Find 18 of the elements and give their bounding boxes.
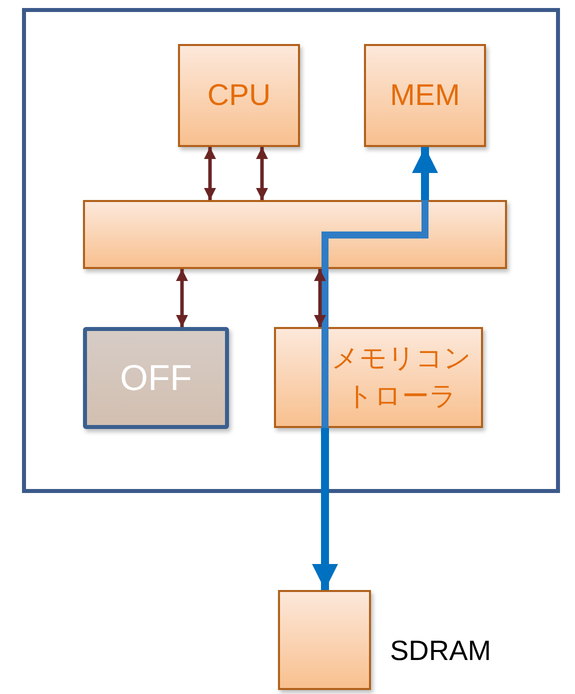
bus-arrow bbox=[204, 147, 216, 200]
process-box bbox=[178, 44, 300, 147]
bus-arrow bbox=[314, 269, 326, 327]
process-box bbox=[364, 44, 486, 147]
unit-label: MEM bbox=[390, 78, 460, 114]
bus-arrow bbox=[176, 269, 188, 327]
data-path-arrow bbox=[312, 428, 338, 590]
bus-bar bbox=[83, 200, 507, 269]
data-path-arrow bbox=[412, 147, 438, 200]
outer-frame bbox=[22, 8, 560, 493]
component-label: SDRAM bbox=[390, 635, 492, 667]
controller-label: メモリコントローラ bbox=[330, 342, 472, 412]
disabled-box bbox=[83, 327, 229, 429]
status-label: OFF bbox=[120, 356, 192, 400]
unit-label: CPU bbox=[207, 78, 271, 114]
bus-arrow bbox=[256, 147, 268, 200]
process-box bbox=[274, 327, 483, 428]
memory-box bbox=[278, 590, 371, 690]
